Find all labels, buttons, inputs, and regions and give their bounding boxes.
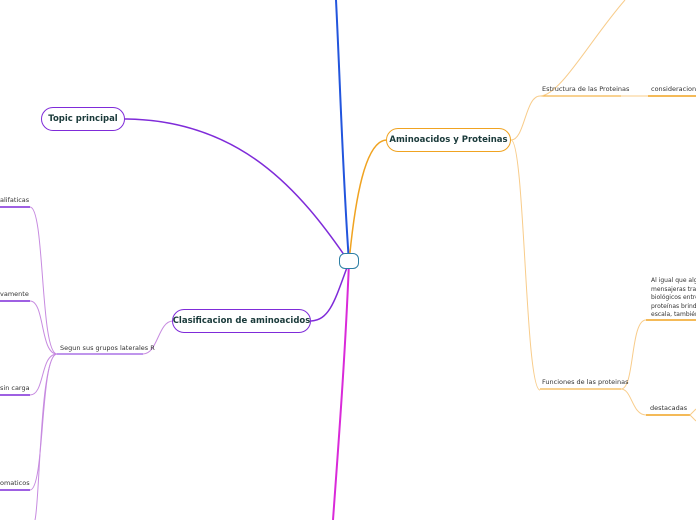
branch-left-1 [29, 206, 58, 355]
function-note[interactable]: Al igual que algu mensajeras tran biológ… [651, 277, 696, 320]
branch-clasificacion [310, 261, 350, 322]
left-item-vamente[interactable]: vamente [0, 290, 29, 298]
left-item-sin-carga[interactable]: sin carga [0, 384, 30, 392]
branch-left-3 [29, 353, 58, 396]
branch-note [620, 319, 647, 390]
grupos-label[interactable]: Segun sus grupos laterales R [60, 344, 155, 352]
branch-left-4 [29, 353, 58, 491]
branch-destacadas-out-b [689, 414, 696, 422]
note-line: proteínas brinda [651, 302, 696, 310]
destacadas-label[interactable]: destacadas [650, 404, 688, 412]
estructura-label[interactable]: Estructura de las Proteinas [542, 85, 630, 93]
branch-top-right [539, 0, 626, 97]
branch-left-2 [29, 300, 58, 355]
branch-top-blue [335, 0, 350, 263]
aminoacidos-label: Aminoacidos y Proteinas [389, 135, 508, 145]
branch-aminoacidos [348, 139, 388, 263]
branch-grupos [142, 320, 174, 355]
clasificacion-node[interactable]: Clasificacion de aminoacidos [172, 309, 311, 333]
note-line: Al igual que algu [651, 277, 696, 284]
branch-topic-principal [124, 118, 350, 263]
branch-destacadas-out-a [689, 408, 696, 416]
topic-principal-label: Topic principal [48, 114, 118, 124]
funciones-label[interactable]: Funciones de las proteinas [542, 378, 629, 386]
left-item-omaticos[interactable]: omaticos [0, 479, 30, 487]
clasificacion-label: Clasificacion de aminoacidos [172, 316, 311, 326]
topic-principal-node[interactable]: Topic principal [41, 107, 125, 131]
note-line: biológicos entre [651, 294, 696, 301]
consideraciones-label[interactable]: consideraciones [651, 85, 696, 93]
central-node[interactable] [339, 253, 359, 269]
branch-estructura [510, 95, 541, 141]
branch-funciones [510, 139, 541, 391]
note-line: escala, también [651, 311, 696, 318]
branch-destacadas [620, 388, 647, 416]
aminoacidos-node[interactable]: Aminoacidos y Proteinas [386, 128, 511, 152]
branch-left-5 [34, 353, 58, 520]
branch-bottom-magenta [332, 261, 350, 520]
left-item-alifaticas[interactable]: alifaticas [0, 196, 30, 204]
note-line: mensajeras tran [651, 285, 696, 293]
